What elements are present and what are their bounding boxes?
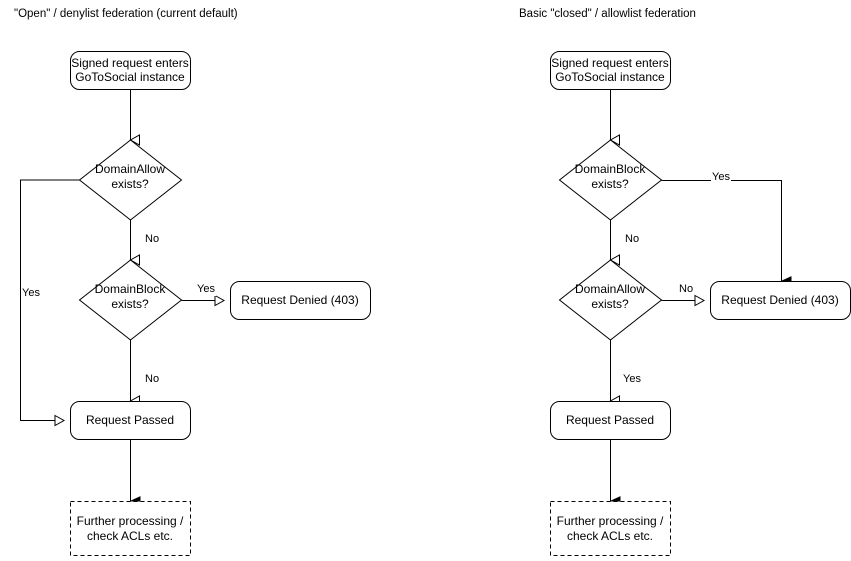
edge-label-domainblock-no-left: No — [144, 373, 161, 386]
node-request-denied-left[interactable] — [230, 281, 371, 320]
panel-title-closed-allowlist: Basic "closed" / allowlist federation — [519, 8, 696, 20]
panel-open-denylist-shapes — [20, 51, 371, 556]
node-request-denied-right[interactable] — [710, 281, 851, 320]
node-decision-domainblock-right[interactable] — [558, 139, 663, 221]
edge-domainblock-yes-right — [661, 180, 782, 282]
node-further-processing-left[interactable] — [70, 501, 191, 556]
panel-title-open-denylist: "Open" / denylist federation (current de… — [14, 8, 238, 20]
edge-domainallow-yes-left — [20, 179, 80, 427]
edge-label-domainblock-yes-right: Yes — [711, 171, 731, 184]
edge-label-domainblock-no-right: No — [624, 233, 641, 246]
edge-label-domainblock-yes-left: Yes — [196, 283, 216, 296]
edge-label-domainallow-yes-right: Yes — [622, 373, 642, 386]
node-decision-domainallow-right[interactable] — [558, 259, 663, 341]
panel-closed-allowlist-shapes — [550, 51, 851, 556]
edge-label-domainallow-no-left: No — [144, 233, 161, 246]
node-decision-domainallow-left[interactable] — [78, 139, 183, 221]
node-start-left[interactable] — [70, 51, 191, 90]
node-request-passed-right[interactable] — [550, 401, 671, 440]
node-start-right[interactable] — [550, 51, 671, 90]
edge-label-domainallow-yes-left: Yes — [21, 287, 41, 300]
edge-label-domainallow-no-right: No — [678, 283, 695, 296]
node-decision-domainblock-left[interactable] — [78, 259, 183, 341]
node-request-passed-left[interactable] — [70, 401, 191, 440]
node-further-processing-right[interactable] — [550, 501, 671, 556]
